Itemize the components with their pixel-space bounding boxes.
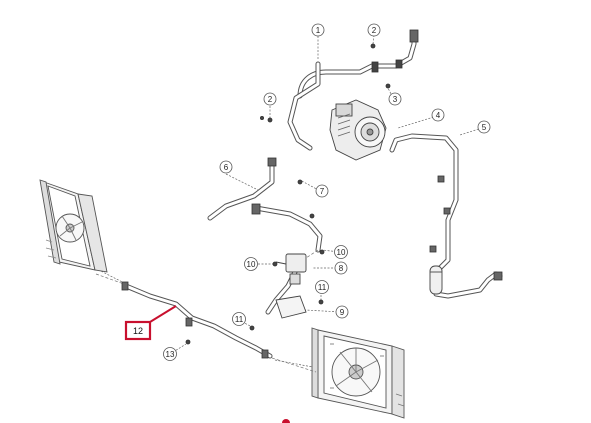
highlight-label: 12 (133, 326, 143, 336)
receiver-drier (429, 265, 443, 295)
callout-4: 4 (431, 108, 445, 122)
callout-8: 8 (334, 261, 348, 275)
callout-5: 5 (477, 120, 491, 134)
red-marker (282, 419, 290, 423)
svg-text:11: 11 (318, 283, 327, 292)
callout-1: 1 (311, 23, 325, 37)
svg-text:9: 9 (340, 308, 345, 317)
valve-block (275, 253, 307, 319)
svg-text:4: 4 (436, 111, 441, 120)
svg-text:10: 10 (337, 248, 346, 257)
callout-group: 1 2 2 3 4 5 6 7 (163, 23, 491, 361)
refrigerant-lines (123, 31, 503, 359)
svg-text:8: 8 (339, 264, 344, 273)
callout-9: 9 (335, 305, 349, 319)
callout-13: 13 (163, 347, 177, 361)
svg-text:11: 11 (235, 315, 244, 324)
callout-6: 6 (219, 160, 233, 174)
callout-3: 3 (388, 92, 402, 106)
svg-text:2: 2 (372, 26, 377, 35)
svg-text:2: 2 (268, 95, 273, 104)
svg-text:7: 7 (320, 187, 325, 196)
highlighted-part-12[interactable]: 12 (124, 305, 177, 341)
compressor (329, 99, 387, 161)
callout-10a: 10 (334, 245, 348, 259)
condenser-fan-right (311, 327, 405, 419)
callout-7: 7 (315, 184, 329, 198)
svg-text:3: 3 (393, 95, 398, 104)
leader-lines (94, 34, 483, 369)
callout-2b: 2 (263, 92, 277, 106)
svg-text:13: 13 (166, 350, 175, 359)
condenser-fan-left (39, 179, 108, 273)
svg-text:6: 6 (224, 163, 229, 172)
svg-text:10: 10 (247, 260, 256, 269)
callout-10b: 10 (244, 257, 258, 271)
callout-2a: 2 (367, 23, 381, 37)
svg-text:1: 1 (316, 26, 321, 35)
svg-text:5: 5 (482, 123, 487, 132)
dashed-continuations (95, 249, 319, 373)
callout-11b: 11 (232, 312, 246, 326)
fittings (121, 29, 503, 359)
callout-11a: 11 (315, 280, 329, 294)
